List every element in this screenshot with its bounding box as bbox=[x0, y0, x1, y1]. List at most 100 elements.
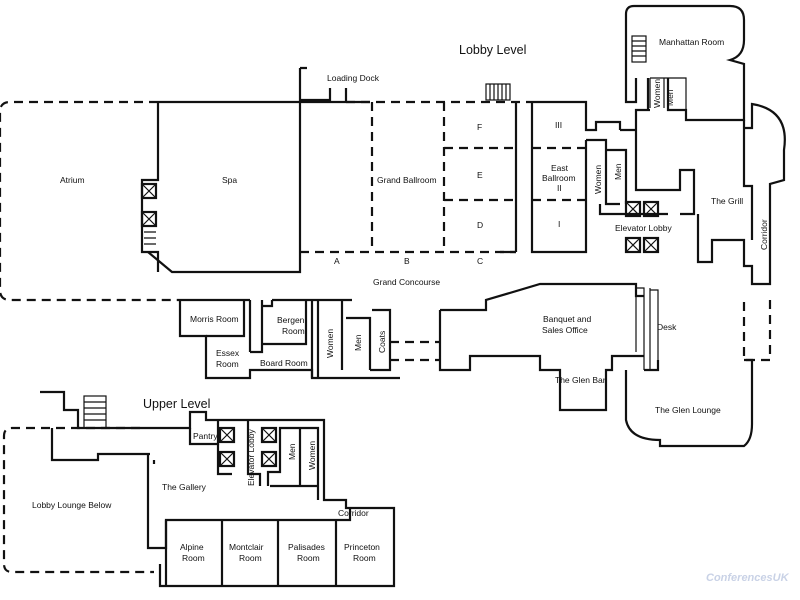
men-label-1: Men bbox=[613, 163, 623, 180]
women-label-4: Women bbox=[307, 441, 317, 470]
coats-label: Coats bbox=[377, 331, 387, 353]
section-b-label: B bbox=[404, 256, 410, 266]
east-ballroom-label-1: East bbox=[551, 163, 569, 173]
elevator-icon bbox=[140, 210, 158, 228]
elevator-icon bbox=[642, 200, 660, 218]
section-f-label: F bbox=[477, 122, 482, 132]
lobby-level-heading: Lobby Level bbox=[459, 43, 526, 57]
bergen-room-label-2: Room bbox=[282, 326, 305, 336]
banquet-east-wall bbox=[635, 287, 651, 370]
princeton-room-label-2: Room bbox=[353, 553, 376, 563]
pantry-label: Pantry bbox=[193, 431, 218, 441]
elevator-icons bbox=[140, 182, 660, 468]
elevator-icon bbox=[260, 450, 278, 468]
manhattan-stair bbox=[631, 35, 647, 63]
upper-elevator-walls bbox=[216, 420, 320, 500]
princeton-room-label-1: Princeton bbox=[344, 542, 380, 552]
women-label-3: Women bbox=[325, 329, 335, 358]
lobby-stair-treads bbox=[489, 84, 507, 100]
board-room-label: Board Room bbox=[260, 358, 308, 368]
east-ballroom-dividers bbox=[532, 146, 586, 202]
men-label-4: Men bbox=[287, 443, 297, 460]
pantry-walls bbox=[188, 420, 220, 446]
the-glen-lounge-label: The Glen Lounge bbox=[655, 405, 721, 415]
section-e-label: E bbox=[477, 170, 483, 180]
east-ballroom-label-2: Ballroom bbox=[542, 173, 576, 183]
elevator-icon bbox=[260, 426, 278, 444]
morris-essex-walls bbox=[206, 300, 264, 354]
corridor-upper-label: Corridor bbox=[338, 508, 369, 518]
palisades-room-label-2: Room bbox=[297, 553, 320, 563]
ballroom-east-wall bbox=[500, 102, 518, 254]
spa-door bbox=[147, 251, 180, 274]
palisades-room-label-1: Palisades bbox=[288, 542, 325, 552]
bergen-room-label-1: Bergen bbox=[277, 315, 305, 325]
elevator-icon bbox=[218, 426, 236, 444]
manhattan-room-outline bbox=[624, 4, 746, 122]
bergen-board-walls bbox=[262, 300, 314, 378]
upper-stair bbox=[83, 395, 107, 429]
women-label-2: Women bbox=[652, 79, 662, 108]
women-label-1: Women bbox=[593, 165, 603, 194]
concourse-link bbox=[390, 340, 440, 362]
montclair-room-label-1: Montclair bbox=[229, 542, 264, 552]
section-d-label: D bbox=[477, 220, 483, 230]
lobby-lounge-below-label: Lobby Lounge Below bbox=[32, 500, 112, 510]
banquet-label-1: Banquet and bbox=[543, 314, 591, 324]
east-ballroom-outline bbox=[530, 100, 622, 254]
women-men-coats bbox=[316, 300, 392, 378]
spa-label: Spa bbox=[222, 175, 237, 185]
banquet-label-2: Sales Office bbox=[542, 325, 588, 335]
manhattan-stair-treads bbox=[632, 40, 646, 57]
section-c-label: C bbox=[477, 256, 483, 266]
corridor-right-wall bbox=[742, 300, 772, 362]
men-label-2: Men bbox=[665, 89, 675, 106]
upper-level-heading: Upper Level bbox=[143, 397, 210, 411]
alpine-room-label-1: Alpine bbox=[180, 542, 204, 552]
the-glen-bar-label: The Glen Bar bbox=[555, 375, 606, 385]
atrium-label: Atrium bbox=[60, 175, 85, 185]
corridor-right-label: Corridor bbox=[759, 219, 769, 250]
upper-level-outer bbox=[40, 390, 396, 588]
section-ii-label: II bbox=[557, 183, 562, 193]
spa-stair bbox=[144, 231, 156, 245]
section-a-label: A bbox=[334, 256, 340, 266]
elevator-icon bbox=[642, 236, 660, 254]
section-i-label: I bbox=[558, 219, 560, 229]
upper-rooms-walls bbox=[164, 520, 338, 586]
elevator-lobby-label: Elevator Lobby bbox=[615, 223, 672, 233]
the-gallery-label: The Gallery bbox=[162, 482, 207, 492]
atrium-outline bbox=[0, 100, 180, 302]
lobby-lounge-below-outline bbox=[2, 426, 154, 574]
grill-east-wall bbox=[696, 102, 786, 286]
concourse-link-east bbox=[438, 282, 644, 412]
loading-dock-wall bbox=[300, 66, 348, 102]
glen-lounge-outline bbox=[624, 358, 754, 448]
upper-stair-treads bbox=[84, 401, 106, 421]
glen-lounge-entry bbox=[650, 289, 659, 370]
grill-west-wall bbox=[620, 108, 696, 216]
spa-outline bbox=[158, 68, 370, 274]
the-grill-label: The Grill bbox=[711, 196, 743, 206]
manhattan-restroom bbox=[649, 77, 687, 110]
desk-label: Desk bbox=[657, 322, 677, 332]
alpine-room-label-2: Room bbox=[182, 553, 205, 563]
ballroom-def-walls bbox=[444, 146, 516, 202]
grand-concourse-label: Grand Concourse bbox=[373, 277, 440, 287]
morris-room-label: Morris Room bbox=[190, 314, 239, 324]
essex-room-label-2: Room bbox=[216, 359, 239, 369]
elevator-lobby-upper-label: Elevator Lobby bbox=[246, 429, 256, 486]
section-iii-label: III bbox=[555, 120, 562, 130]
montclair-room-label-2: Room bbox=[239, 553, 262, 563]
manhattan-room-label: Manhattan Room bbox=[659, 37, 724, 47]
men-label-3: Men bbox=[353, 334, 363, 351]
loading-dock-label: Loading Dock bbox=[327, 73, 380, 83]
elevator-icon bbox=[624, 236, 642, 254]
grand-ballroom-label: Grand Ballroom bbox=[377, 175, 437, 185]
elevator-icon bbox=[218, 450, 236, 468]
essex-room-label-1: Essex bbox=[216, 348, 240, 358]
east-restroom-walls bbox=[586, 138, 628, 216]
elevator-icon bbox=[624, 200, 642, 218]
conferencesuk-logo: ConferencesUK bbox=[706, 572, 790, 584]
